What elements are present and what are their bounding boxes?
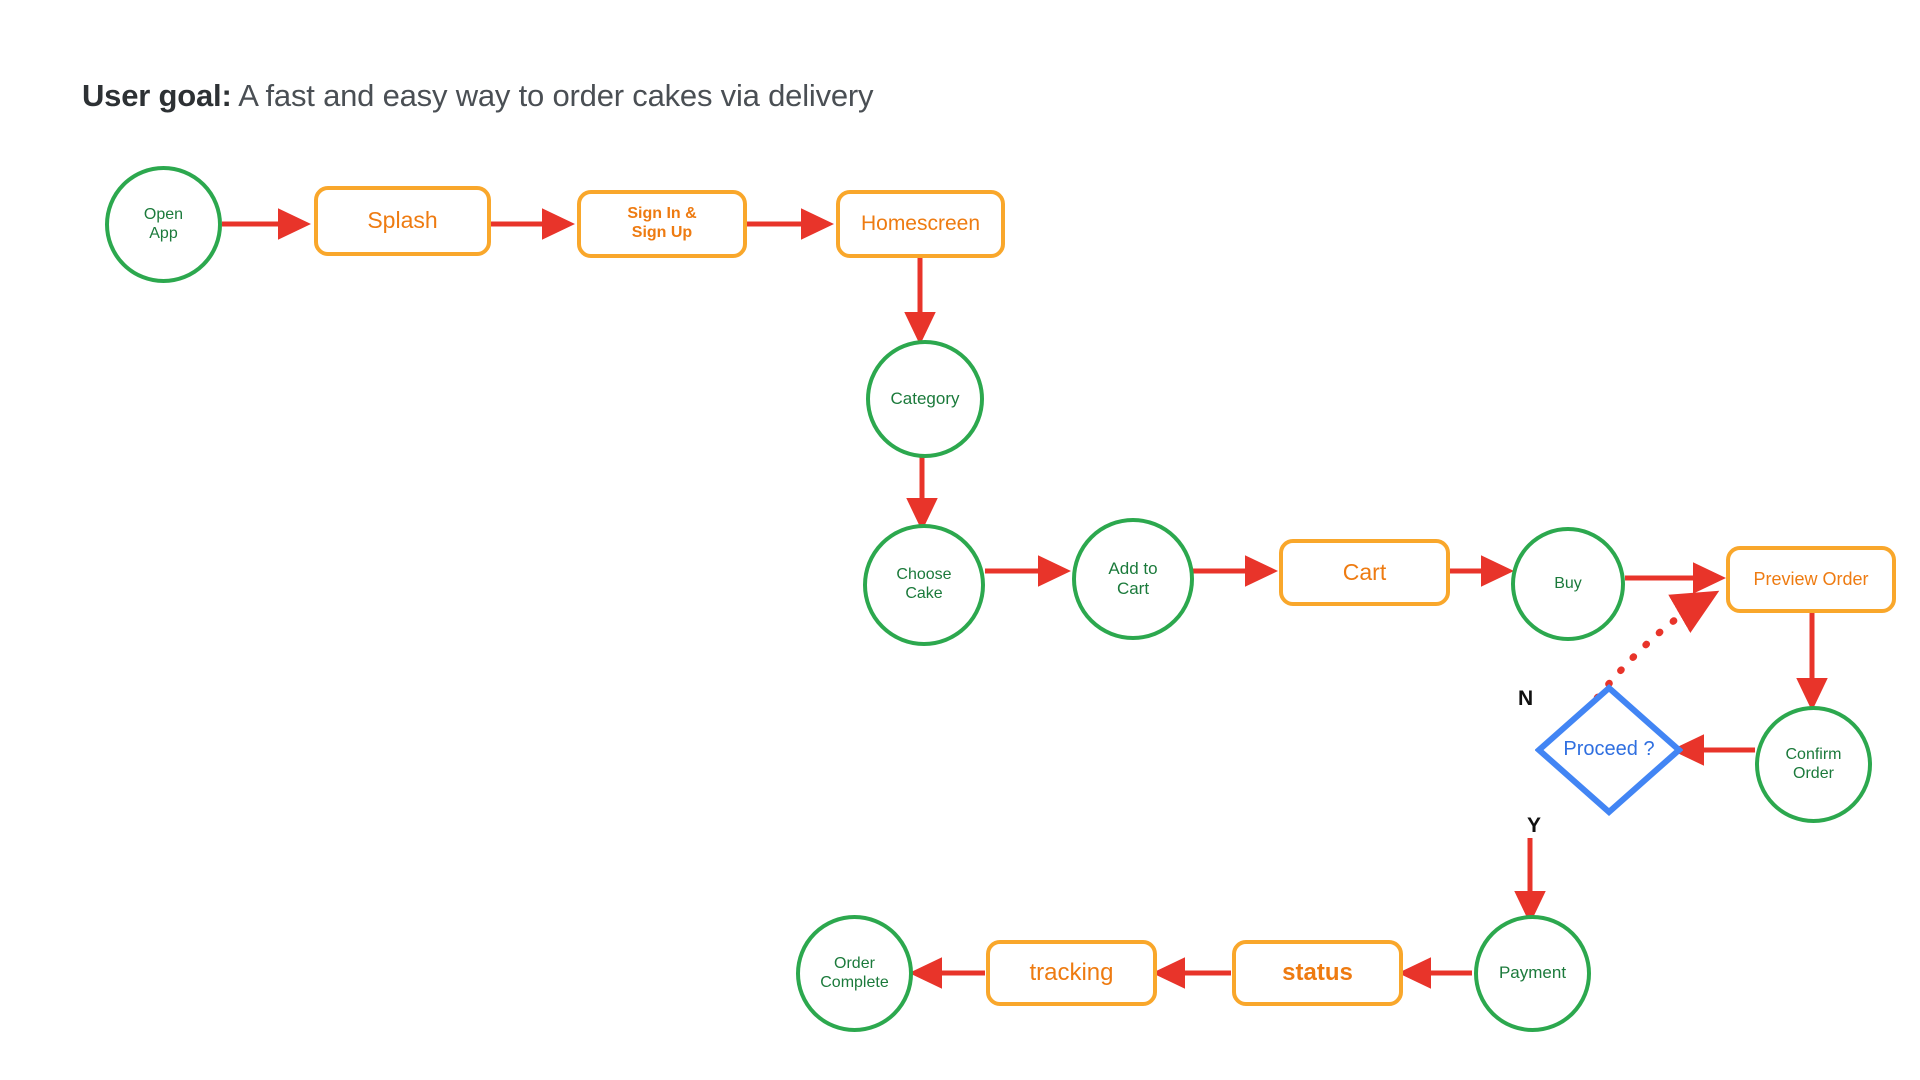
node-sign-in-sign-up-label: Sign In & Sign Up xyxy=(627,205,697,241)
page-title: User goal: A fast and easy way to order … xyxy=(82,78,874,114)
node-choose-cake-label: Choose Cake xyxy=(896,566,952,602)
node-open-app-label: Open App xyxy=(143,205,184,242)
node-proceed-decision[interactable]: Proceed ? xyxy=(1535,684,1683,816)
node-status[interactable]: status xyxy=(1232,940,1403,1006)
node-add-to-cart[interactable]: Add to Cart xyxy=(1072,518,1194,640)
node-homescreen-label: Homescreen xyxy=(860,211,981,235)
node-payment-label: Payment xyxy=(1498,963,1567,983)
node-category-label: Category xyxy=(890,388,960,408)
branch-label-no: N xyxy=(1518,687,1534,710)
node-tracking[interactable]: tracking xyxy=(986,940,1157,1006)
node-splash-label: Splash xyxy=(367,207,438,234)
node-status-label: status xyxy=(1282,958,1353,986)
node-open-app[interactable]: Open App xyxy=(105,166,222,283)
node-payment[interactable]: Payment xyxy=(1474,915,1591,1032)
node-preview-order-label: Preview Order xyxy=(1753,568,1869,589)
node-cart[interactable]: Cart xyxy=(1279,539,1450,606)
node-proceed-label: Proceed ? xyxy=(1563,738,1655,761)
node-buy-label: Buy xyxy=(1554,574,1582,592)
node-add-to-cart-label: Add to Cart xyxy=(1108,558,1158,598)
node-confirm-order-label: Confirm Order xyxy=(1785,745,1842,782)
node-order-complete[interactable]: Order Complete xyxy=(796,915,913,1032)
node-category[interactable]: Category xyxy=(866,340,984,458)
diamond-shape xyxy=(1535,684,1683,816)
branch-label-yes: Y xyxy=(1527,814,1542,837)
node-homescreen[interactable]: Homescreen xyxy=(836,190,1005,258)
node-order-complete-label: Order Complete xyxy=(820,954,889,991)
node-preview-order[interactable]: Preview Order xyxy=(1726,546,1896,613)
node-tracking-label: tracking xyxy=(1029,958,1114,986)
node-cart-label: Cart xyxy=(1342,558,1387,585)
page-title-bold: User goal: xyxy=(82,78,232,113)
node-confirm-order[interactable]: Confirm Order xyxy=(1755,706,1872,823)
node-sign-in-sign-up[interactable]: Sign In & Sign Up xyxy=(577,190,747,258)
node-buy[interactable]: Buy xyxy=(1511,527,1625,641)
node-choose-cake[interactable]: Choose Cake xyxy=(863,524,985,646)
page-title-rest: A fast and easy way to order cakes via d… xyxy=(231,78,874,113)
node-splash[interactable]: Splash xyxy=(314,186,491,256)
